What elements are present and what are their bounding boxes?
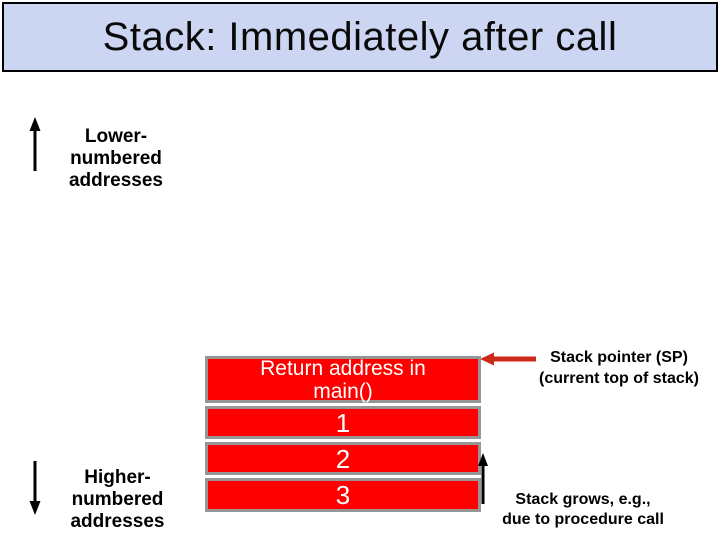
- down-arrow-icon: [29, 461, 41, 515]
- higher-addresses-label: Higher-numbered addresses: [40, 467, 195, 533]
- stack-pointer-arrow-icon: [480, 352, 536, 366]
- lower-addresses-line1: Lower-numbered: [70, 126, 162, 169]
- return-address-line2: main(): [313, 379, 373, 403]
- lower-addresses-label: Lower-numbered addresses: [40, 126, 192, 192]
- stack-frame-2: 2: [205, 442, 481, 475]
- stack-pointer-label: Stack pointer (SP) (current top of stack…: [536, 347, 702, 389]
- stack-grows-line2: due to procedure call: [502, 511, 664, 528]
- stack-frame-3-label: 3: [335, 480, 351, 510]
- stack-frame-3: 3: [205, 478, 481, 512]
- stack-grows-label: Stack grows, e.g., due to procedure call: [482, 490, 684, 530]
- stack-grows-line1: Stack grows, e.g.,: [515, 491, 651, 508]
- stack-frame-2-label: 2: [335, 443, 351, 474]
- stack-frame-1-label: 1: [335, 407, 351, 438]
- stack-pointer-line1: Stack pointer (SP): [550, 349, 688, 366]
- return-address-line1: Return address in: [260, 356, 426, 380]
- stack-frame-1: 1: [205, 406, 481, 439]
- slide-title: Stack: Immediately after call: [102, 14, 618, 59]
- up-arrow-icon: [29, 117, 41, 171]
- higher-addresses-line2: addresses: [70, 511, 165, 532]
- stack-grows-arrow-icon: [478, 453, 488, 504]
- higher-addresses-line1: Higher-numbered: [71, 467, 164, 510]
- stack-diagram: Return address in main() 1 2 3: [205, 356, 481, 512]
- stack-frame-return-address: Return address in main(): [205, 356, 481, 403]
- slide-title-bar: Stack: Immediately after call: [2, 2, 718, 72]
- stack-pointer-line2: (current top of stack): [538, 370, 699, 387]
- lower-addresses-line2: addresses: [68, 170, 163, 191]
